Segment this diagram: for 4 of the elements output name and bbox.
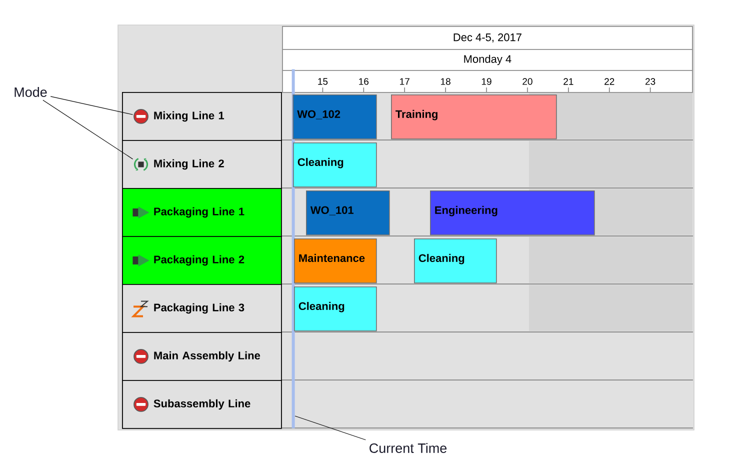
leader-line — [50, 96, 134, 115]
callout-label: Current Time — [370, 443, 447, 453]
leader-line — [42, 100, 134, 160]
callout-label: Mode — [14, 87, 47, 97]
